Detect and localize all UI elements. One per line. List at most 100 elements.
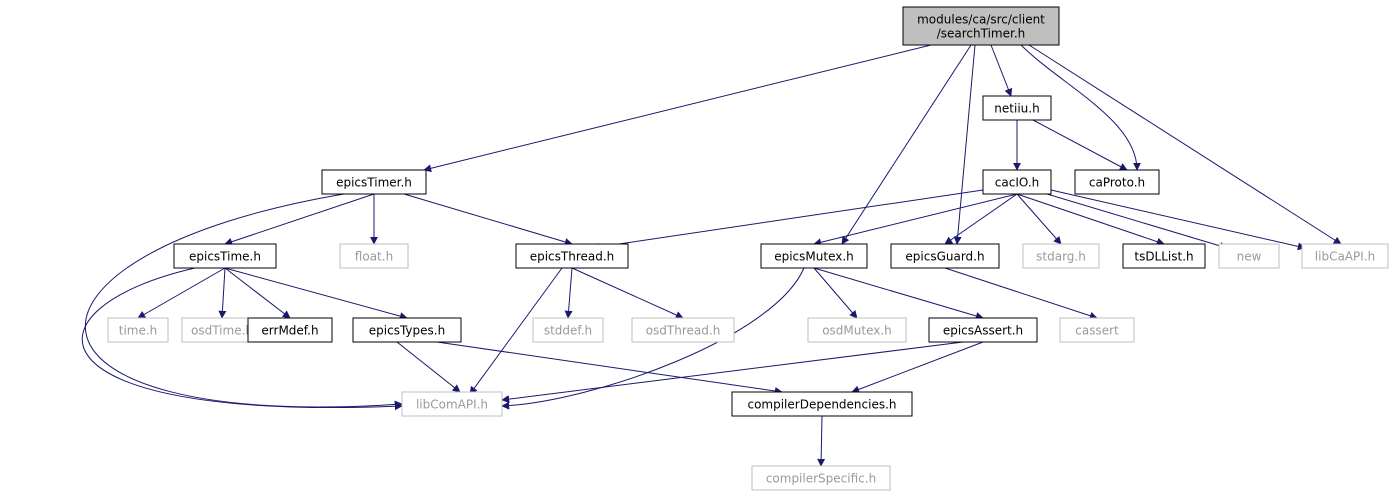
node-label: netiiu.h <box>994 102 1039 116</box>
node-cassert: cassert <box>1059 317 1135 343</box>
node-label: epicsTimer.h <box>336 176 412 190</box>
node-box <box>982 169 1052 195</box>
node-box <box>928 317 1038 343</box>
node-box <box>751 465 891 491</box>
node-box <box>631 317 735 343</box>
edge-root-to-netiiu <box>990 44 1013 97</box>
node-label: epicsMutex.h <box>774 250 854 264</box>
node-box <box>1218 243 1280 269</box>
node-label: errMdef.h <box>261 324 318 338</box>
node-label: stddef.h <box>544 324 592 338</box>
edge-epicsMutex-to-osdMutex <box>813 267 858 319</box>
node-label: compilerDependencies.h <box>747 398 896 412</box>
node-box <box>515 243 629 269</box>
node-box <box>1074 169 1160 195</box>
node-label: libCaAPI.h <box>1315 250 1375 264</box>
node-label: epicsAssert.h <box>943 324 1023 338</box>
edge-cacIO-to-stdarg <box>1016 193 1062 245</box>
node-label: stdarg.h <box>1036 250 1086 264</box>
node-label: modules/ca/src/client <box>917 13 1045 27</box>
edge-cacIO-to-new <box>1046 193 1228 250</box>
node-libComAPI: libComAPI.h <box>401 391 503 417</box>
edge-epicsAssert-to-compilerDependencies <box>851 341 984 394</box>
node-label: libComAPI.h <box>416 398 488 412</box>
node-box <box>982 95 1052 121</box>
node-epicsThread[interactable]: epicsThread.h <box>515 243 629 269</box>
node-netiiu[interactable]: netiiu.h <box>982 95 1052 121</box>
node-box <box>731 391 913 417</box>
node-label: epicsThread.h <box>530 250 615 264</box>
edge-epicsGuard-to-cassert <box>944 267 1098 320</box>
edge-root-to-libCaAPI <box>1028 44 1342 245</box>
node-tsDLList[interactable]: tsDLList.h <box>1122 243 1206 269</box>
edge-epicsAssert-to-libComAPI <box>501 341 964 404</box>
node-box <box>532 317 604 343</box>
edge-epicsTimer-to-epicsThread <box>403 193 573 246</box>
node-new: new <box>1218 243 1280 269</box>
edge-netiiu-to-caProto <box>1032 119 1128 171</box>
node-label: tsDLList.h <box>1134 250 1193 264</box>
edge-epicsTime-to-epicsTypes <box>224 267 408 320</box>
edge-root-to-epicsGuard <box>953 44 976 245</box>
nodes-layer: modules/ca/src/client/searchTimer.h netii… <box>107 6 1389 491</box>
edge-cacIO-to-epicsThread <box>591 189 984 251</box>
node-label: /searchTimer.h <box>937 27 1026 41</box>
edges-layer <box>82 44 1342 467</box>
edge-epicsTypes-to-libComAPI <box>396 341 461 393</box>
node-epicsMutex[interactable]: epicsMutex.h <box>760 243 868 269</box>
node-label: caProto.h <box>1089 176 1145 190</box>
node-errMdef[interactable]: errMdef.h <box>247 317 333 343</box>
node-epicsTime[interactable]: epicsTime.h <box>173 243 277 269</box>
node-label: time.h <box>119 324 158 338</box>
node-osdMutex: osdMutex.h <box>807 317 907 343</box>
edge-epicsThread-to-libComAPI <box>469 267 563 395</box>
node-epicsAssert[interactable]: epicsAssert.h <box>928 317 1038 343</box>
edge-cacIO-to-epicsGuard <box>944 193 1018 245</box>
edge-root-to-epicsTimer <box>423 44 932 173</box>
node-time: time.h <box>107 317 169 343</box>
edge-epicsTimer-to-epicsTime <box>224 193 375 246</box>
edge-cacIO-to-libCaAPI <box>1050 189 1306 251</box>
node-box <box>807 317 907 343</box>
node-box <box>401 391 503 417</box>
node-stddef: stddef.h <box>532 317 604 343</box>
edge-epicsMutex-to-epicsAssert <box>813 267 984 320</box>
edge-epicsMutex-to-libComAPI <box>501 267 805 410</box>
node-box <box>107 317 169 343</box>
node-compilerSpecific: compilerSpecific.h <box>751 465 891 491</box>
node-float: float.h <box>339 243 409 269</box>
node-stdarg: stdarg.h <box>1022 243 1100 269</box>
node-label: epicsTime.h <box>189 250 261 264</box>
node-label: cacIO.h <box>995 176 1039 190</box>
node-label: new <box>1237 250 1262 264</box>
edge-cacIO-to-tsDLList <box>1016 193 1165 246</box>
node-label: compilerSpecific.h <box>766 472 876 486</box>
node-epicsTimer[interactable]: epicsTimer.h <box>321 169 427 195</box>
node-epicsGuard[interactable]: epicsGuard.h <box>890 243 1000 269</box>
node-libCaAPI: libCaAPI.h <box>1301 243 1389 269</box>
edge-epicsThread-to-stddef <box>564 267 573 319</box>
node-box <box>321 169 427 195</box>
node-box <box>902 6 1060 46</box>
edge-compilerDependencies-to-compilerSpecific <box>817 415 826 467</box>
edge-epicsTime-to-time <box>137 267 226 319</box>
node-cacIO[interactable]: cacIO.h <box>982 169 1052 195</box>
node-compilerDependencies[interactable]: compilerDependencies.h <box>731 391 913 417</box>
node-label: osdMutex.h <box>822 324 892 338</box>
node-epicsTypes[interactable]: epicsTypes.h <box>352 317 462 343</box>
node-label: epicsGuard.h <box>905 250 984 264</box>
node-root[interactable]: modules/ca/src/client/searchTimer.h <box>902 6 1060 46</box>
node-osdThread: osdThread.h <box>631 317 735 343</box>
node-label: osdTime.h <box>191 324 253 338</box>
node-label: osdThread.h <box>646 324 721 338</box>
node-caProto[interactable]: caProto.h <box>1074 169 1160 195</box>
edge-root-to-epicsMutex <box>841 44 972 245</box>
node-box <box>352 317 462 343</box>
node-box <box>1122 243 1206 269</box>
edge-epicsTypes-to-compilerDependencies <box>436 341 783 395</box>
edge-epicsTime-to-libComAPI <box>82 267 403 411</box>
node-box <box>1301 243 1389 269</box>
node-label: epicsTypes.h <box>369 324 445 338</box>
edge-epicsTimer-to-libComAPI <box>84 193 403 409</box>
